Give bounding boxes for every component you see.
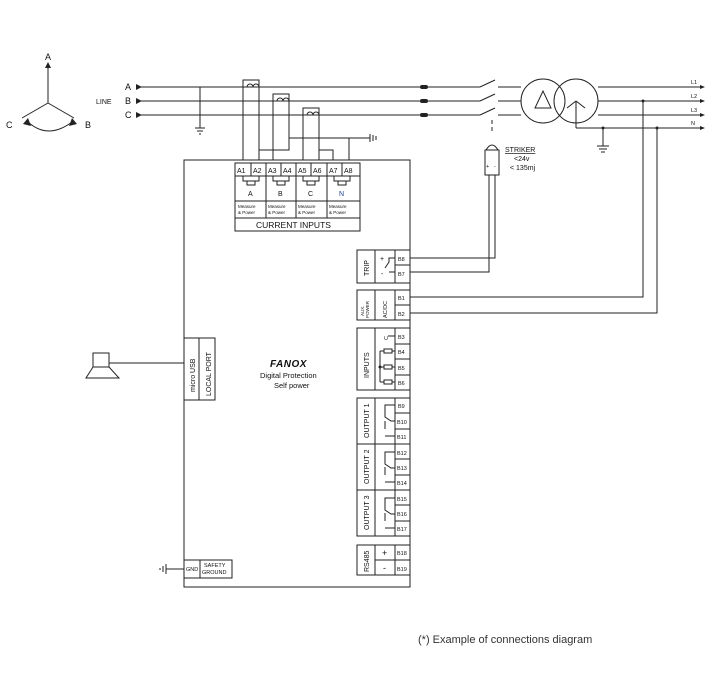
ci-phase-c: C [308, 191, 313, 198]
laptop-icon [85, 352, 184, 379]
power-label: POWER [365, 300, 370, 318]
current-inputs-block: A1 A2 A3 A4 A5 A6 A7 A8 A B C N Measure … [234, 162, 361, 232]
device-line2: Self power [274, 381, 310, 390]
phase-a-label: A [125, 82, 131, 92]
ci-function-1a: Measure [238, 204, 256, 209]
terminal-a5: A5 [298, 168, 307, 175]
line-label: LINE [96, 99, 112, 106]
ci-function-1b: & Power [238, 210, 256, 215]
terminal-b16: B16 [397, 512, 407, 518]
terminal-b2: B2 [398, 312, 405, 318]
terminal-b15: B15 [397, 497, 407, 503]
striker-minus: - [494, 164, 496, 170]
inputs-label: INPUTS [364, 352, 371, 378]
terminal-a2: A2 [253, 168, 262, 175]
terminal-b8: B8 [398, 257, 405, 263]
striker-energy: < 135mj [510, 165, 536, 172]
terminal-b5: B5 [398, 366, 405, 372]
striker: + - [410, 144, 500, 273]
striker-voltage: <24v [514, 156, 530, 163]
gnd-label: GND [186, 567, 198, 573]
micro-usb-label: micro USB [190, 358, 197, 392]
ci-phase-n: N [339, 191, 344, 198]
terminal-b18: B18 [397, 551, 407, 557]
output2-label: OUTPUT 2 [364, 449, 371, 484]
terminal-a6: A6 [313, 168, 322, 175]
fanox-logo: FANOX [270, 359, 308, 370]
footnote: (*) Example of connections diagram [418, 634, 592, 646]
phase-c-label: C [125, 110, 132, 120]
output-l3-label: L3 [691, 108, 697, 114]
ci-function-2b: & Power [268, 210, 286, 215]
ci-phase-a: A [248, 191, 253, 198]
ci-phase-b: B [278, 191, 283, 198]
trip-plus: + [380, 256, 384, 263]
terminal-b6: B6 [398, 381, 405, 387]
terminal-a4: A4 [283, 168, 292, 175]
trip-label: TRIP [364, 260, 371, 276]
terminal-b12: B12 [397, 451, 407, 457]
current-inputs-title: CURRENT INPUTS [256, 220, 331, 230]
rs485-minus: - [383, 563, 386, 573]
ci-function-4b: & Power [329, 210, 347, 215]
safety-label: SAFETY [204, 563, 226, 569]
ci-function-4a: Measure [329, 204, 347, 209]
terminal-b14: B14 [397, 481, 407, 487]
aux-power-block: AUX. POWER AC/DC B1 B2 [356, 289, 411, 321]
power-transformer [520, 78, 705, 153]
terminal-b9: B9 [398, 404, 405, 410]
aux-label: AUX. [360, 305, 365, 316]
striker-plus: + [486, 164, 489, 170]
ci-function-2a: Measure [268, 204, 286, 209]
ci-function-3b: & Power [298, 210, 316, 215]
current-transformers [242, 79, 377, 163]
acdc-label: AC/DC [383, 301, 389, 318]
phasor-diagram: A C B [6, 52, 91, 132]
output1-label: OUTPUT 1 [364, 403, 371, 438]
rs485-block: RS485 + - B18 B19 [356, 544, 411, 576]
terminal-b1: B1 [398, 296, 405, 302]
terminal-b4: B4 [398, 350, 405, 356]
output-n-label: N [691, 121, 695, 127]
trip-block: TRIP + - B8 B7 [356, 249, 411, 284]
terminal-a1: A1 [237, 168, 246, 175]
terminal-b3: B3 [398, 335, 405, 341]
phase-b-label: B [125, 96, 131, 106]
terminal-a8: A8 [344, 168, 353, 175]
terminal-b11: B11 [397, 435, 406, 441]
terminal-b7: B7 [398, 272, 405, 278]
terminal-a7: A7 [329, 168, 338, 175]
output-l1-label: L1 [691, 80, 697, 86]
ci-function-3a: Measure [298, 204, 316, 209]
output3-label: OUTPUT 3 [364, 495, 371, 530]
safety-ground: GND SAFETY GROUND [159, 559, 233, 579]
rs485-label: RS485 [364, 550, 371, 572]
local-port[interactable]: micro USB LOCAL PORT [183, 337, 216, 401]
phasor-c-label: C [6, 120, 13, 130]
terminal-b19: B19 [397, 567, 407, 573]
terminal-a3: A3 [268, 168, 277, 175]
trip-minus: - [381, 271, 384, 278]
ground-label: GROUND [202, 570, 226, 576]
terminal-b17: B17 [397, 527, 407, 533]
terminal-b13: B13 [397, 466, 407, 472]
terminal-b10: B10 [397, 420, 407, 426]
phasor-a-label: A [45, 52, 51, 62]
outputs-block: OUTPUT 1 OUTPUT 2 OUTPUT 3 B9 B10 B11 B1… [356, 397, 411, 537]
output-l2-label: L2 [691, 94, 697, 100]
inputs-common-label: C [384, 336, 390, 340]
device-line1: Digital Protection [260, 371, 317, 380]
local-port-label: LOCAL PORT [206, 351, 213, 396]
phasor-b-label: B [85, 120, 91, 130]
rs485-plus: + [382, 548, 387, 558]
inputs-block: INPUTS C B3 B4 B5 B6 [356, 327, 411, 391]
striker-title: STRIKER [505, 147, 535, 154]
line-wires [136, 79, 521, 135]
